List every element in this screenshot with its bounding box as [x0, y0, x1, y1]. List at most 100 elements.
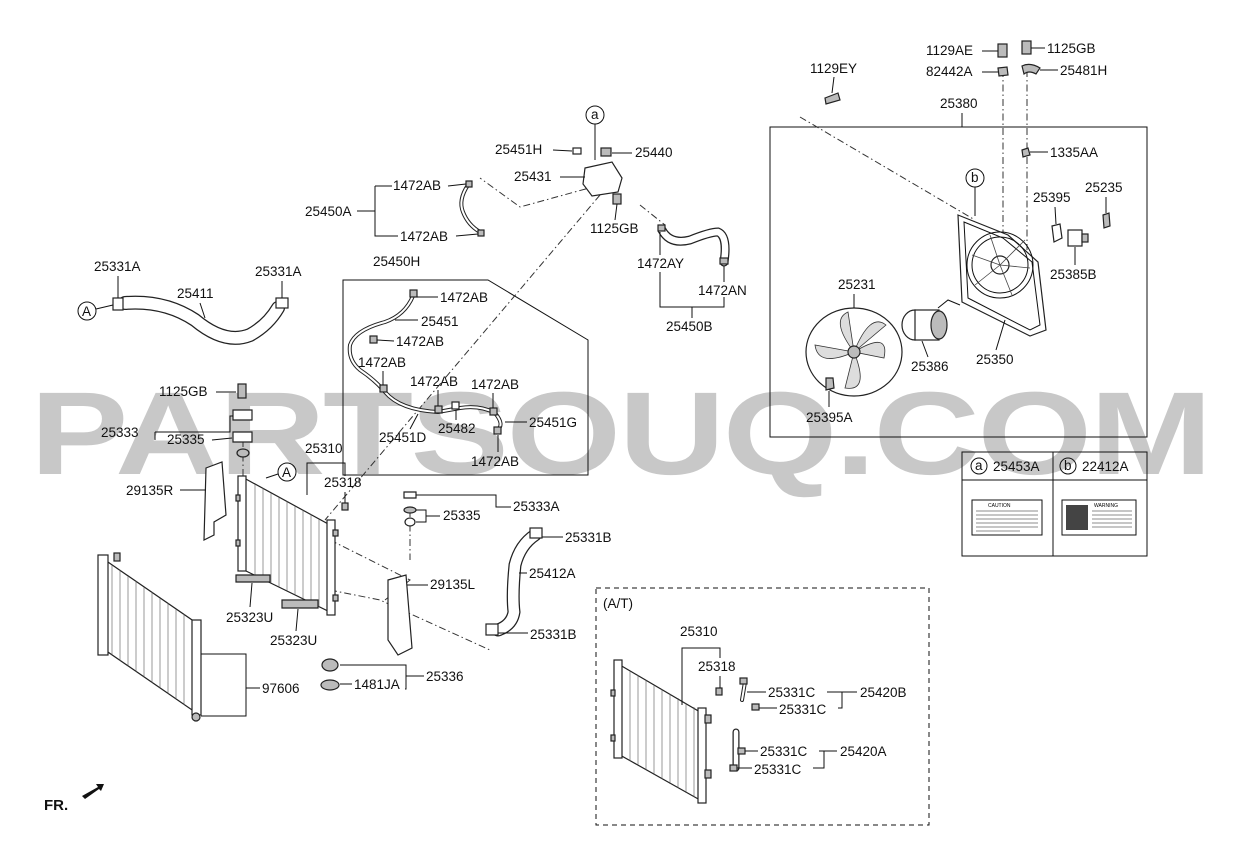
label-25231: 25231: [838, 277, 876, 292]
label-25331B-top: 25331B: [565, 530, 612, 545]
label-1472AB-2: 1472AB: [400, 229, 448, 244]
label-25331C-2: 25331C: [779, 702, 827, 717]
label-25335: 25335: [167, 432, 205, 447]
label-25482: 25482: [438, 421, 476, 436]
bolt-25235: [1102, 212, 1111, 229]
label-25450B: 25450B: [666, 319, 713, 334]
label-1472AB-5: 1472AB: [358, 355, 406, 370]
label-25481H: 25481H: [1060, 63, 1107, 78]
svg-text:a: a: [975, 458, 983, 473]
legend-part-a: 25453A: [993, 459, 1040, 474]
label-1125GB-top: 1125GB: [590, 221, 639, 236]
label-25420B: 25420B: [860, 685, 907, 700]
air-guard-29135R: [203, 461, 227, 541]
label-25235: 25235: [1085, 180, 1123, 195]
label-25335-right: 25335: [443, 508, 481, 523]
hose-25412A: [485, 527, 543, 637]
mount-parts-right: [403, 491, 417, 527]
assembly-dash-lines: [242, 70, 1028, 651]
label-25420A: 25420A: [840, 744, 887, 759]
hose-25411: A: [77, 295, 289, 345]
seal-25323U-1: [235, 574, 271, 583]
condenser-97606: [97, 552, 202, 722]
hose-25450H: [347, 289, 503, 435]
label-25350: 25350: [976, 352, 1014, 367]
label-25385B: 25385B: [1050, 267, 1097, 282]
front-arrow-icon: [82, 784, 104, 799]
label-25440: 25440: [635, 145, 673, 160]
label-25318: 25318: [324, 475, 362, 490]
nut-1335AA: [1021, 147, 1031, 158]
label-25323U-2: 25323U: [270, 633, 317, 648]
air-guard-29135L: [387, 574, 413, 656]
fan-motor-25386: [901, 299, 961, 341]
front-direction-marker: FR.: [44, 784, 104, 814]
bracket-parts-left: [232, 383, 253, 458]
clip-82442A: [997, 66, 1009, 77]
svg-text:CAUTION: CAUTION: [988, 503, 1011, 509]
at-variant-box: [595, 587, 930, 826]
bolt-1125GB-fan: [1021, 40, 1032, 55]
label-1472AY: 1472AY: [637, 256, 684, 271]
label-25331B-bottom: 25331B: [530, 627, 577, 642]
label-25451H: 25451H: [495, 142, 542, 157]
label-25331C-4: 25331C: [754, 762, 802, 777]
label-legend-box: a 25453A b 22412A CAUTION WARNING: [961, 451, 1148, 557]
fan-assembly-box: [769, 126, 1148, 438]
reservoir-cap: [600, 147, 612, 157]
oil-cooler-hoses-at: [729, 677, 760, 772]
label-25310-at: 25310: [680, 624, 718, 639]
label-1472AB-8: 1472AB: [471, 454, 519, 469]
coolant-reservoir: a: [572, 105, 623, 205]
label-25331A-right: 25331A: [255, 264, 302, 279]
clip-25481H: [1021, 63, 1041, 76]
hose-25450A: [459, 180, 485, 237]
callout-A-left: [77, 301, 97, 321]
label-29135L: 29135L: [430, 577, 476, 592]
label-25331A-left: 25331A: [94, 259, 141, 274]
label-25412A: 25412A: [529, 566, 576, 581]
fan-shroud-25350: [957, 214, 1047, 337]
label-25380: 25380: [940, 96, 978, 111]
label-25395: 25395: [1033, 190, 1071, 205]
bolt-1129AE: [997, 43, 1008, 58]
label-25331C-1: 25331C: [768, 685, 816, 700]
resistor-25385B: [1067, 229, 1089, 247]
label-25333: 25333: [101, 425, 139, 440]
label-25331C-3: 25331C: [760, 744, 808, 759]
svg-text:A: A: [82, 304, 91, 319]
label-1472AB-6: 1472AB: [410, 374, 458, 389]
seal-25323U-2: [281, 599, 319, 609]
label-25323U-1: 25323U: [226, 610, 273, 625]
label-1481JA: 1481JA: [354, 677, 400, 692]
label-1472AB-1: 1472AB: [393, 178, 441, 193]
fan-blade-25231: [805, 307, 903, 397]
label-1129EY: 1129EY: [810, 61, 857, 76]
label-25336: 25336: [426, 669, 464, 684]
grommet-25395: [1051, 223, 1063, 243]
label-25395A: 25395A: [806, 410, 853, 425]
legend-part-b: 22412A: [1082, 459, 1129, 474]
label-1125GB-fan: 1125GB: [1047, 41, 1096, 56]
hose-25450B: [657, 224, 730, 267]
drain-plug-25318: [341, 502, 349, 511]
watermark-text: PARTSOUQ.COM: [30, 368, 1210, 500]
label-25451: 25451: [421, 314, 459, 329]
caution-label-image: [971, 499, 1043, 536]
label-25318-at: 25318: [698, 659, 736, 674]
at-box-title: (A/T): [603, 596, 633, 611]
warning-label-image: [1061, 499, 1137, 536]
legend-callout-a: [970, 457, 988, 475]
label-29135R: 29135R: [126, 483, 174, 498]
label-25386: 25386: [911, 359, 949, 374]
front-label: FR.: [44, 797, 68, 814]
label-82442A: 82442A: [926, 64, 973, 79]
label-25431: 25431: [514, 169, 552, 184]
insulators-25336: [320, 658, 340, 691]
label-25333A: 25333A: [513, 499, 560, 514]
bypass-hose-box: [342, 279, 589, 476]
label-25450A: 25450A: [305, 204, 352, 219]
label-1129AE: 1129AE: [926, 43, 973, 58]
